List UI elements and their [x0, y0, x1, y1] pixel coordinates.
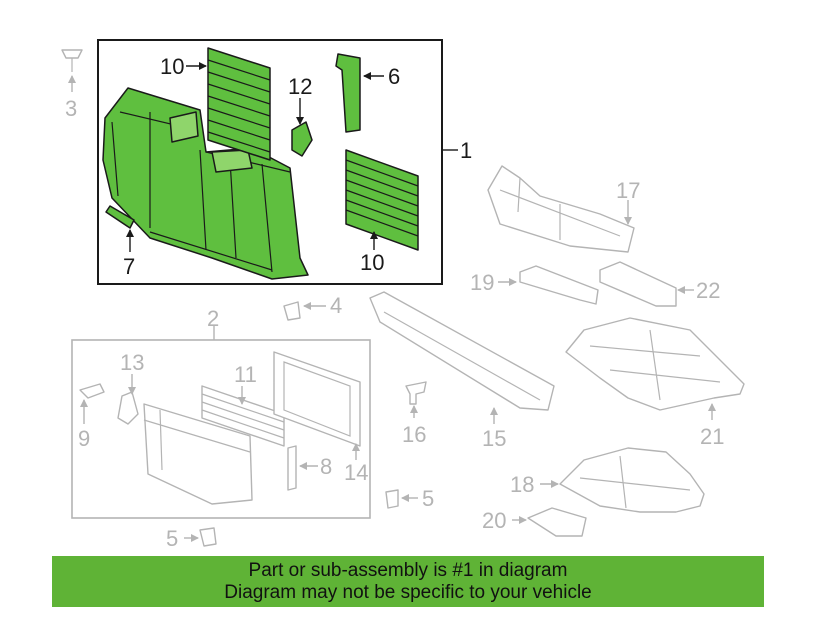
- part-4-clip: 4: [283, 293, 342, 321]
- banner-line-1: Part or sub-assembly is #1 in diagram: [248, 559, 568, 581]
- part-19: 19: [470, 265, 599, 305]
- callout-22: 22: [696, 278, 720, 303]
- part-3-clip: 3: [61, 49, 83, 121]
- callout-19: 19: [470, 270, 494, 295]
- part-5-clips: 5 5: [166, 486, 434, 551]
- callout-1: 1: [460, 138, 472, 163]
- callout-10-upper: 10: [160, 54, 184, 79]
- callout-18: 18: [510, 472, 534, 497]
- sub-assembly-2: 2 13 11 9 8 14: [71, 306, 371, 519]
- callout-10-lower: 10: [360, 250, 384, 275]
- part-20: 20: [482, 507, 587, 537]
- highlighted-assembly-1: 1 10 12 6 7 10: [97, 39, 472, 285]
- part-18: 18: [510, 447, 705, 513]
- callout-11: 11: [234, 362, 257, 387]
- callout-5-upper: 5: [422, 486, 434, 511]
- shutter-upper: [207, 47, 271, 161]
- callout-14: 14: [344, 460, 368, 485]
- callout-15: 15: [482, 426, 506, 451]
- callout-6: 6: [388, 64, 400, 89]
- bracket-6: [335, 53, 361, 133]
- info-banner-bg: [52, 556, 764, 607]
- part-22: 22: [599, 261, 720, 307]
- callout-7: 7: [123, 254, 135, 279]
- info-banner: Part or sub-assembly is #1 in diagram Di…: [52, 556, 764, 607]
- sub-assembly-2-frame: [71, 339, 371, 519]
- callout-8: 8: [320, 454, 332, 479]
- callout-2: 2: [207, 306, 219, 331]
- shutter-lower: [345, 149, 419, 251]
- part-7: [105, 205, 135, 229]
- air-deflector-housing: [102, 87, 309, 280]
- callout-4: 4: [330, 293, 342, 318]
- callout-9: 9: [78, 426, 90, 451]
- callout-12: 12: [288, 74, 312, 99]
- callout-3: 3: [65, 96, 77, 121]
- banner-line-2: Diagram may not be specific to your vehi…: [224, 581, 592, 603]
- callout-21: 21: [700, 424, 724, 449]
- part-17-bracket: 17: [487, 165, 640, 253]
- part-21-undertray: 21: [565, 317, 745, 449]
- part-15-shield: 15: [369, 291, 555, 451]
- part-16-clip: 16: [402, 381, 427, 447]
- callout-16: 16: [402, 422, 426, 447]
- callout-17: 17: [616, 178, 640, 203]
- callout-20: 20: [482, 508, 506, 533]
- callout-13: 13: [120, 350, 144, 375]
- callout-5-lower: 5: [166, 526, 178, 551]
